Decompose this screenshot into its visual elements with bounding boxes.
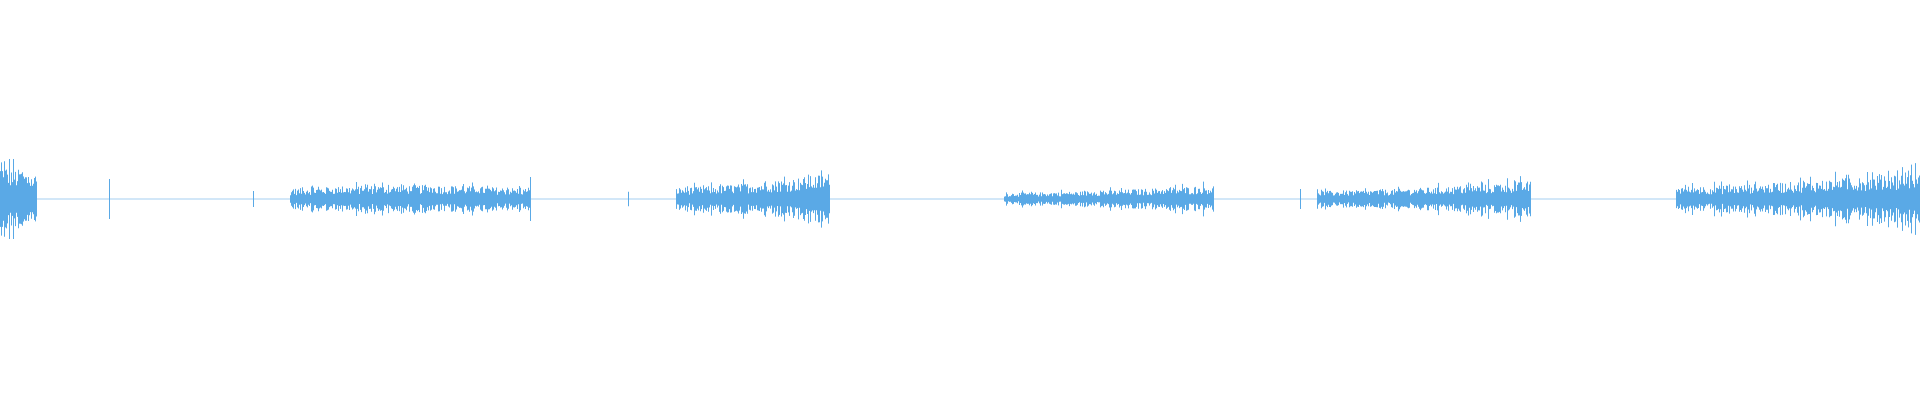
waveform-bars [290, 182, 531, 216]
waveform-bars [1317, 176, 1531, 222]
waveform-bars [0, 159, 37, 239]
waveform-bars [1676, 163, 1920, 235]
waveform-burst-3 [676, 170, 830, 228]
waveform-burst-4 [1004, 181, 1214, 217]
waveform-bars [676, 170, 830, 228]
waveform-bars [1004, 181, 1214, 217]
waveform-burst-2 [290, 182, 531, 216]
waveform-burst-5 [1317, 176, 1531, 222]
waveform-burst-6 [1676, 163, 1920, 235]
waveform-burst-1 [0, 159, 37, 239]
